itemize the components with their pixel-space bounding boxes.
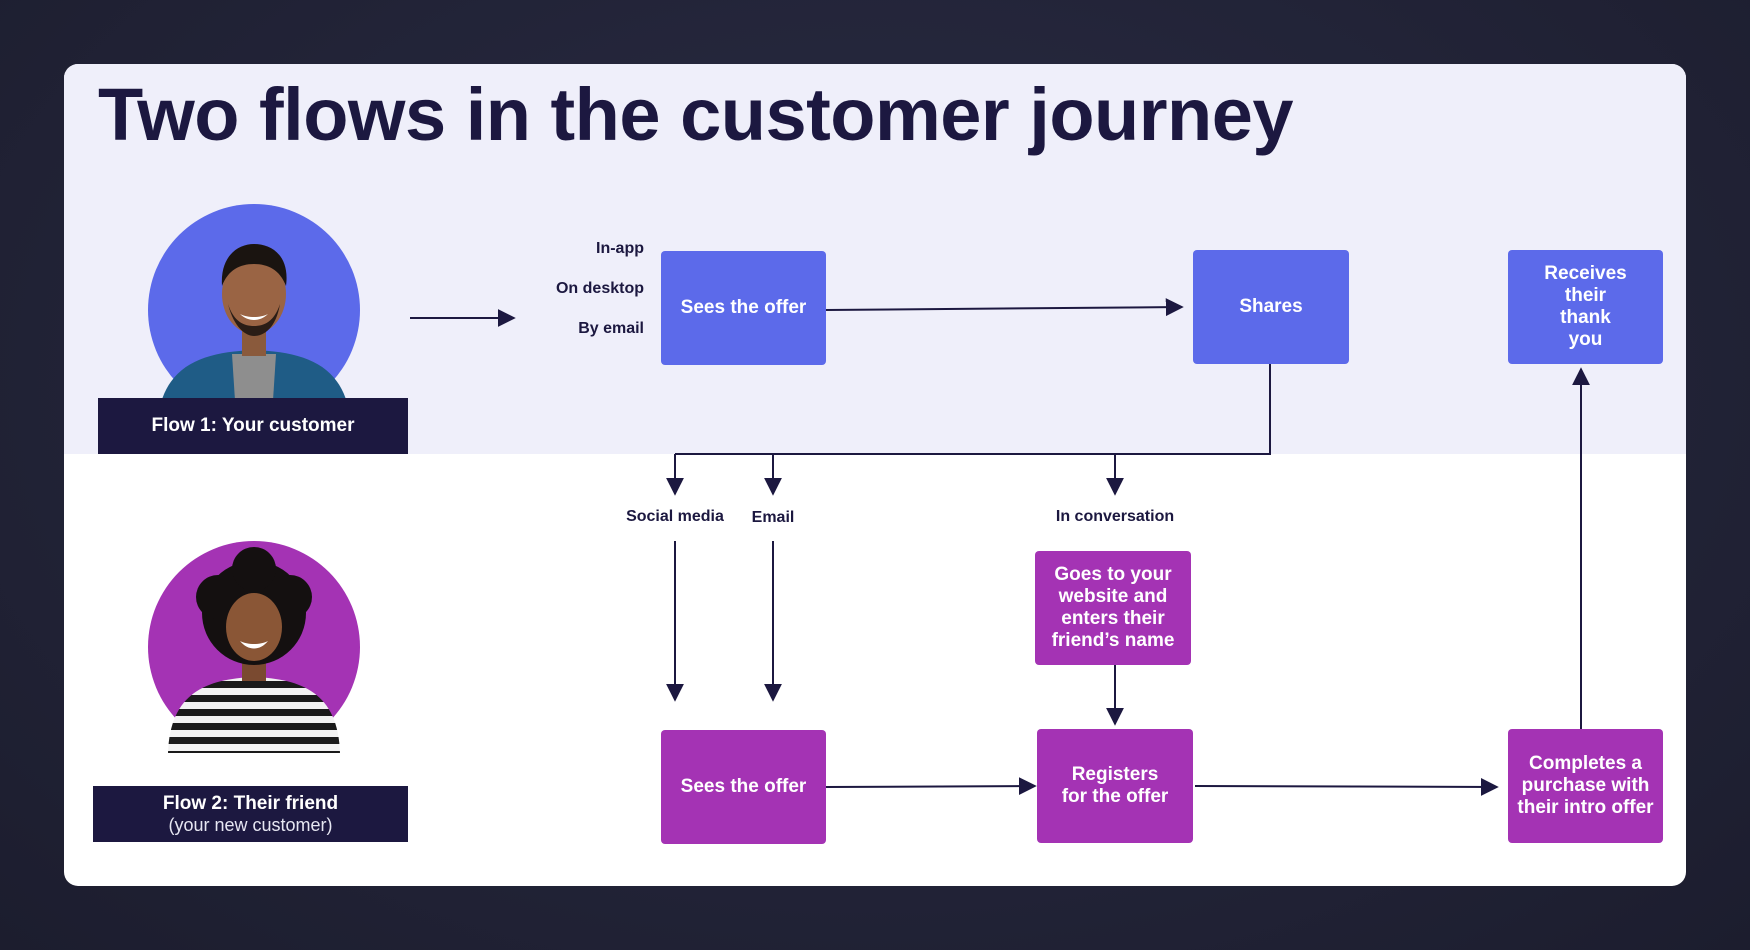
- node-receives-thanks: Receives their thank you: [1508, 250, 1663, 364]
- flow2-caption-subtitle: (your new customer): [168, 814, 333, 835]
- flow2-caption-title: Flow 2: Their friend: [162, 792, 339, 814]
- node-goes-to-website: Goes to your website and enters their fr…: [1035, 551, 1191, 665]
- flow2-caption: Flow 2: Their friend (your new customer): [93, 786, 408, 842]
- channel-email: Email: [751, 509, 795, 526]
- flow-connectors: [410, 298, 1590, 796]
- line-shares-branch: [675, 361, 1271, 455]
- flow1-caption-title: Flow 1: Your customer: [151, 415, 355, 436]
- arrow-registers-to-completes: [1194, 777, 1499, 796]
- channel-in-app: In-app: [596, 240, 644, 257]
- arrow-sees-to-shares: [825, 298, 1184, 317]
- node-flow1-sees-offer: Sees the offer: [661, 251, 826, 365]
- woman-portrait-icon: [148, 541, 360, 753]
- node-shares: Shares: [1193, 250, 1349, 364]
- diagram-card: Two flows in the customer journey: [64, 64, 1686, 886]
- channel-in-conversation: In conversation: [1055, 508, 1175, 525]
- channel-social-media: Social media: [626, 508, 724, 525]
- man-portrait-icon: [148, 204, 360, 398]
- channel-on-desktop: On desktop: [555, 280, 644, 297]
- node-flow2-sees-offer: Sees the offer: [661, 730, 826, 844]
- node-registers: Registers for the offer: [1037, 729, 1193, 843]
- arrow-sees-to-registers: [825, 777, 1037, 796]
- node-completes-purchase: Completes a purchase with their intro of…: [1508, 729, 1663, 843]
- page-title: Two flows in the customer journey: [98, 73, 1294, 156]
- flow1-caption: Flow 1: Your customer: [98, 398, 408, 454]
- channel-by-email: By email: [578, 320, 644, 337]
